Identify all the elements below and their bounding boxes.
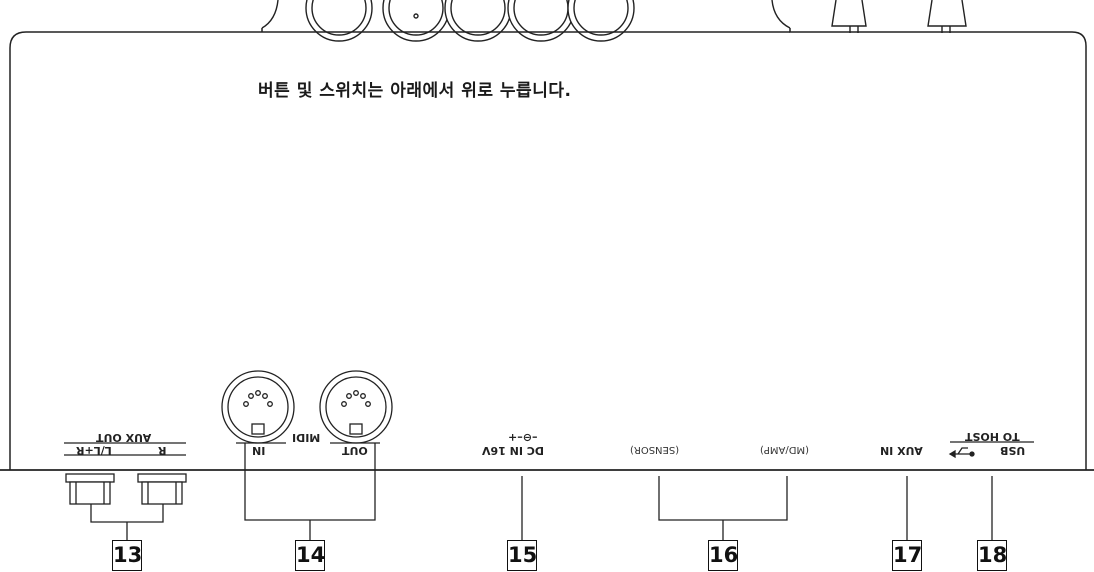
dc-in-label: DC IN 16V bbox=[482, 444, 544, 457]
midi-jacks bbox=[221, 370, 393, 444]
aux-out-label: AUX OUT bbox=[96, 431, 152, 444]
aux-out-r-label: R bbox=[158, 444, 167, 457]
callout-13: 13 bbox=[112, 540, 142, 571]
instruction-note: 버튼 및 스위치는 아래에서 위로 누릅니다. bbox=[258, 81, 572, 101]
sensor-label: (SENSOR) bbox=[630, 444, 680, 455]
to-host-label: TO HOST bbox=[965, 430, 1020, 443]
aux-out-l-label: L/L+R bbox=[76, 444, 112, 457]
leader-14 bbox=[244, 443, 376, 540]
leader-16 bbox=[658, 476, 788, 540]
callout-16: 16 bbox=[708, 540, 738, 571]
md-amp-label: (MD/AMP) bbox=[760, 444, 809, 455]
top-right-feet bbox=[831, 0, 967, 33]
top-knobs bbox=[261, 0, 791, 42]
aux-out-jacks bbox=[64, 442, 187, 505]
dc-polarity-label: –⊖–+ bbox=[508, 431, 538, 444]
usb-icon bbox=[948, 447, 975, 459]
callout-18: 18 bbox=[977, 540, 1007, 571]
usb-label: USB bbox=[1000, 444, 1026, 457]
leader-13 bbox=[90, 504, 164, 540]
aux-in-label: AUX IN bbox=[880, 444, 923, 457]
callout-15: 15 bbox=[507, 540, 537, 571]
midi-out-label: OUT bbox=[342, 444, 368, 457]
callout-14: 14 bbox=[295, 540, 325, 571]
callout-17: 17 bbox=[892, 540, 922, 571]
midi-in-label: IN bbox=[252, 444, 266, 457]
midi-label: MIDI bbox=[292, 431, 321, 444]
